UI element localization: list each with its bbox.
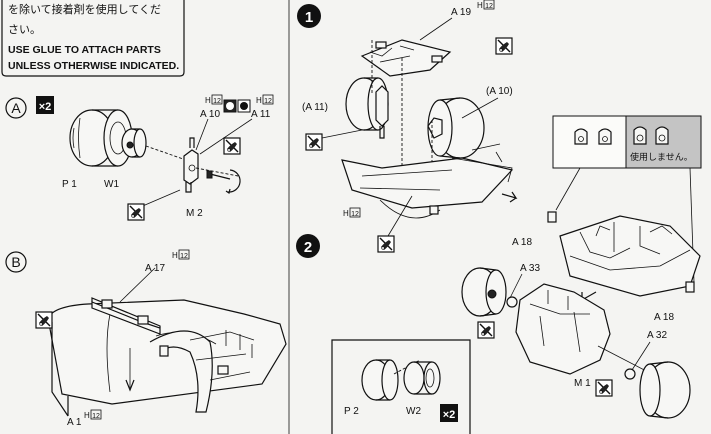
qty-badge-a-text: ×2 [39, 101, 52, 113]
label-a10-step1: (A 10) [486, 86, 513, 97]
section-a-circle [5, 97, 27, 119]
tab-part-b [598, 128, 612, 145]
glue-icon [477, 321, 495, 339]
glue-icon [495, 37, 513, 55]
rear-axle-assembly [461, 267, 691, 419]
label-h-a1: H [84, 411, 90, 420]
glue-icon [377, 235, 395, 253]
label-a19: A 19 [451, 7, 471, 18]
part-no-f: 12 [351, 211, 359, 218]
label-w2: W2 [406, 406, 421, 417]
part-no-b: 12 [264, 98, 272, 105]
tire-p2 [361, 359, 399, 401]
notice-en-line1: USE GLUE TO ATTACH PARTS [8, 44, 161, 56]
qty-badge-2 [440, 404, 458, 422]
glue-icon [223, 137, 241, 155]
label-h12-b: H [256, 96, 262, 105]
section-a-letter: A [11, 100, 21, 116]
wheel-w2 [403, 361, 441, 395]
axle-guide-a [145, 145, 187, 161]
label-w1: W1 [104, 179, 119, 190]
unused-tab-a [633, 126, 647, 145]
label-a11-step1: (A 11) [302, 102, 328, 113]
label-h-bottom: H [343, 209, 349, 218]
label-m2: M 2 [186, 208, 203, 219]
label-p2: P 2 [344, 406, 359, 417]
step-2-badge [296, 234, 320, 258]
notice-jp-line1: を除いて接着剤を使用してくだ [8, 2, 161, 16]
unused-note: 使用しません。 [630, 151, 693, 163]
label-m1: M 1 [574, 378, 591, 389]
step-2: 2 使用しません。 [296, 115, 702, 434]
label-a10: A 10 [200, 109, 220, 120]
step-1-number: 1 [305, 9, 313, 26]
unused-tab-b [655, 126, 669, 145]
part-no-a: 12 [213, 98, 221, 105]
label-a32: A 32 [647, 330, 667, 341]
glue-icon [127, 203, 145, 221]
rear-body-assembly [547, 211, 701, 297]
glue-icon [305, 133, 323, 151]
unused-parts-inset: 使用しません。 [552, 115, 702, 169]
section-b-circle [5, 251, 27, 273]
part-no-c: 12 [180, 253, 188, 260]
label-p1: P 1 [62, 179, 77, 190]
label-h-a17: H [172, 251, 178, 260]
paint-markers [223, 99, 251, 113]
part-no-d: 12 [92, 413, 100, 420]
chassis-a1 [47, 299, 287, 417]
upright-a10-a11 [183, 137, 199, 193]
notice-en-line2: UNLESS OTHERWISE INDICATED. [8, 60, 179, 72]
glue-icon [595, 379, 613, 397]
glue-icon [35, 311, 53, 329]
suspension-assembly [341, 39, 514, 219]
part-a17 [91, 297, 161, 335]
label-a11: A 11 [251, 109, 271, 120]
section-a: A ×2 [5, 94, 274, 221]
wheel-w1 [121, 128, 147, 158]
label-a17: A 17 [145, 263, 165, 274]
notice-jp-line2: さい。 [8, 23, 41, 36]
step-1: 1 A 19 H 12 [297, 0, 518, 253]
step-2-number: 2 [304, 239, 312, 256]
screw-m2 [206, 169, 241, 194]
label-a1: A 1 [67, 417, 82, 428]
tab-part-a [574, 128, 588, 145]
wheel-inset: P 2 W2 ×2 [331, 339, 471, 434]
qty-badge-a [36, 96, 54, 114]
label-h12-a: H [205, 96, 211, 105]
part-no-e: 12 [485, 3, 493, 10]
glue-notice: を除いて接着剤を使用してくだ さい。 USE GLUE TO ATTACH PA… [1, 0, 185, 77]
section-b-letter: B [11, 254, 20, 270]
flow-arrow-1 [501, 191, 518, 203]
section-b: B A 17 H 12 A 1 H 12 [5, 249, 287, 428]
label-a18-right: A 18 [654, 312, 674, 323]
label-h-a19: H [477, 1, 483, 10]
label-a33: A 33 [520, 263, 540, 274]
qty-badge-2-text: ×2 [443, 409, 456, 421]
label-a18-left: A 18 [512, 237, 532, 248]
step-1-badge [297, 4, 321, 28]
